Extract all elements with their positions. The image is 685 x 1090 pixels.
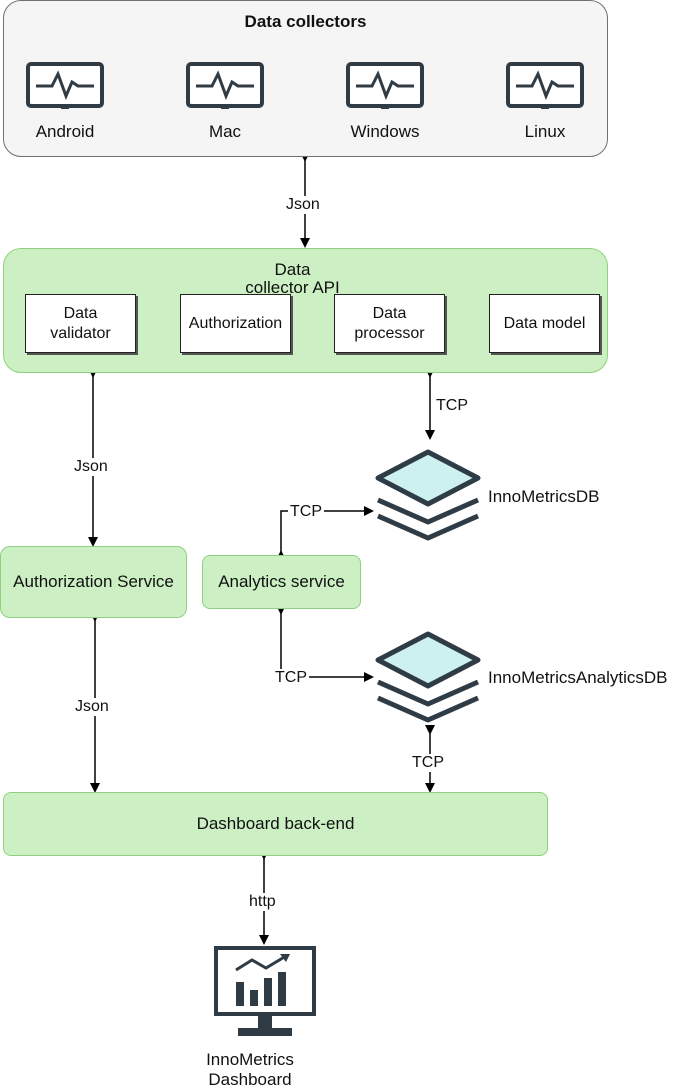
data-collector-api-title: Data collector API: [245, 260, 340, 297]
dashboard-label: InnoMetrics Dashboard: [206, 1050, 294, 1089]
analytics-service-label: Analytics service: [218, 572, 345, 591]
device-label-android: Android: [35, 122, 95, 141]
connector-label-tcp: TCP: [434, 397, 470, 415]
authorization-service-box: Authorization Service: [0, 546, 187, 618]
data-validator-box: Data validator: [25, 294, 136, 353]
data-collectors-title: Data collectors: [244, 12, 367, 31]
monitor-activity-icon: [506, 62, 584, 109]
connector-label-json: Json: [284, 196, 322, 214]
monitor-activity-icon: [346, 62, 424, 109]
data-model-box: Data model: [489, 294, 600, 353]
connector-label-http: http: [247, 893, 278, 911]
authorization-label: Authorization: [188, 314, 283, 332]
data-processor-box: Data processor: [334, 294, 445, 353]
dashboard-monitor-icon: [214, 946, 316, 1036]
analytics-service-box: Analytics service: [202, 555, 361, 609]
database-stack-icon: [375, 449, 481, 541]
authorization-box: Authorization: [180, 294, 291, 353]
device-label-linux: Linux: [524, 122, 566, 141]
device-label-mac: Mac: [208, 122, 242, 141]
authorization-service-label: Authorization Service: [13, 572, 174, 591]
connector-label-json: Json: [73, 698, 111, 716]
database-stack-icon: [375, 631, 481, 723]
data-processor-label: Data processor: [354, 304, 425, 342]
innometrics-analytics-db-label: InnoMetricsAnalyticsDB: [488, 668, 668, 687]
connector-label-tcp: TCP: [273, 669, 309, 687]
db-analytics-connector: [276, 506, 374, 560]
innometrics-db-label: InnoMetricsDB: [488, 487, 600, 506]
monitor-activity-icon: [26, 62, 104, 109]
data-validator-label: Data validator: [50, 304, 111, 342]
device-label-windows: Windows: [350, 122, 420, 141]
connector-label-json: Json: [72, 458, 110, 476]
dashboard-backend-label: Dashboard back-end: [196, 814, 355, 833]
dashboard-backend-box: Dashboard back-end: [3, 792, 548, 856]
connector-label-tcp: TCP: [288, 503, 324, 521]
analytics-analyticsdb-connector: [276, 605, 374, 682]
data-model-label: Data model: [503, 314, 586, 332]
connector-label-tcp: TCP: [410, 754, 446, 772]
monitor-activity-icon: [186, 62, 264, 109]
